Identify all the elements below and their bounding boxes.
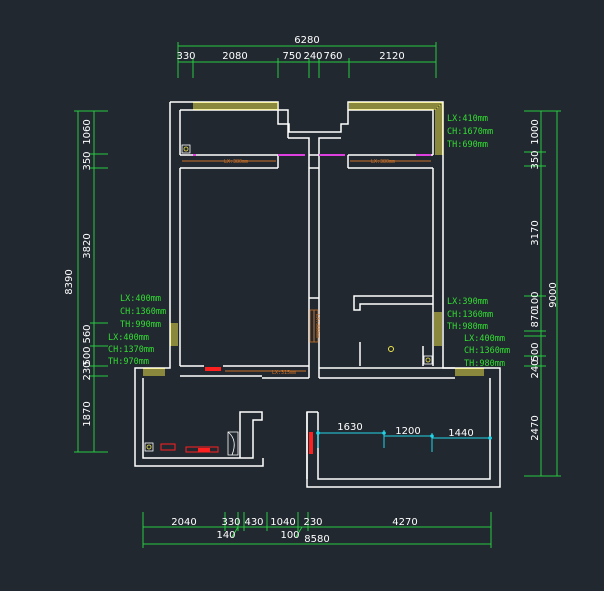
electrical-box-icon	[309, 432, 313, 454]
right-dimension-segment: 1000	[530, 119, 541, 144]
left-dimension-segment: 230	[82, 361, 93, 380]
floor-drain-icon	[388, 346, 394, 352]
window-lower-right	[455, 368, 484, 376]
window-note-right-lower: LX:400mm CH:1360mm TH:980mm	[464, 334, 510, 369]
right-dimension-segment: 240	[530, 359, 541, 378]
top-dimension-chain: 6280 330 2080 750 240 760 2120	[176, 35, 437, 78]
window-note-line: LX:410mm	[447, 114, 488, 124]
window-note-line: CH:1360mm	[447, 310, 493, 320]
left-dimension-segment: 350	[82, 151, 93, 170]
window-note-top-right: LX:410mm CH:1670mm TH:690mm	[447, 114, 493, 150]
window-note-right-upper: LX:390mm CH:1360mm TH:980mm	[447, 297, 493, 332]
window-note-line: TH:990mm	[120, 320, 161, 330]
bottom-sub-dimension: 140	[216, 530, 235, 541]
window-note-line: LX:400mm	[120, 294, 161, 304]
pipe-dimension: 1630	[337, 422, 362, 433]
beam-label: LX:380mm	[224, 159, 248, 165]
bottom-dimension-segment: 430	[244, 517, 263, 528]
top-dimension-segment: 2120	[379, 51, 404, 62]
left-dimension-segment: 1060	[82, 119, 93, 144]
window-note-line: LX:390mm	[447, 297, 488, 307]
left-dimension-segment: 560	[82, 324, 93, 343]
top-dimension-segment: 760	[323, 51, 342, 62]
pipe-dimension: 1200	[395, 426, 420, 437]
top-dimension-segment: 240	[303, 51, 322, 62]
bottom-dimension-segment: 330	[221, 517, 240, 528]
windows	[143, 102, 484, 376]
window-note-left-lower: LX:400mm CH:1370mm TH:970mm	[108, 333, 154, 367]
electrical-box-icon	[205, 367, 221, 371]
window-note-line: TH:690mm	[447, 140, 488, 150]
window-note-line: LX:400mm	[464, 334, 505, 344]
window-lower-left	[143, 368, 165, 376]
beam-label: LX:380mm	[314, 314, 320, 338]
right-dimension-segment: 350	[530, 150, 541, 169]
window-note-line: CH:1360mm	[464, 346, 510, 356]
fixtures	[144, 144, 433, 456]
right-total-dimension: 9000	[548, 282, 559, 307]
window-note-line: TH:980mm	[464, 359, 505, 369]
electrical-box-icon	[160, 443, 176, 451]
window-top-left	[193, 102, 278, 110]
bottom-dimension-chain: 2040 330 430 1040 230 4270 140 100 8580	[142, 512, 492, 548]
top-dimension-segment: 2080	[222, 51, 247, 62]
right-dimension-segment: 3170	[530, 220, 541, 245]
right-dimension-segment: 2470	[530, 415, 541, 440]
bottom-dimension-segment: 4270	[392, 517, 417, 528]
window-top-right	[349, 102, 443, 155]
beam-label: LX:315mm	[272, 370, 296, 376]
beam-label: LX:380mm	[371, 159, 395, 165]
bottom-total-dimension: 8580	[304, 534, 329, 545]
window-note-line: CH:1670mm	[447, 127, 493, 137]
bottom-dimension-segment: 2040	[171, 517, 196, 528]
top-total-dimension: 6280	[294, 35, 319, 46]
window-note-line: LX:400mm	[108, 333, 149, 343]
right-dimension-segment: 500	[530, 342, 541, 361]
walls	[134, 101, 501, 488]
window-note-line: TH:970mm	[108, 357, 149, 367]
top-dimension-segment: 330	[176, 51, 195, 62]
drain-marker	[423, 355, 433, 365]
left-dimension-segment: 500	[82, 346, 93, 365]
top-dimension-segment: 750	[282, 51, 301, 62]
window-right-side	[434, 312, 442, 346]
right-dimension-segment: 870	[530, 308, 541, 327]
bottom-dimension-segment: 1040	[270, 517, 295, 528]
right-dimension-chain: 9000 1000 350 3170 870 100 500 240 2470	[524, 110, 561, 477]
left-dimension-chain: 8390 1060 350 3820 560 500 230 1870	[64, 110, 108, 453]
window-left-side	[170, 323, 178, 346]
right-dimension-segment: 100	[530, 291, 541, 310]
drain-marker	[181, 144, 191, 154]
window-note-left-upper: LX:400mm CH:1360mm TH:990mm	[120, 294, 166, 330]
window-note-line: TH:980mm	[447, 322, 488, 332]
bottom-sub-dimension: 100	[280, 530, 299, 541]
drain-marker	[144, 442, 154, 452]
beams: LX:380mm LX:380mm LX:315mm LX:380mm	[182, 159, 431, 376]
left-total-dimension: 8390	[64, 269, 75, 294]
window-note-line: CH:1370mm	[108, 345, 154, 355]
electrical-markers	[160, 367, 313, 454]
pipe-dimension: 1440	[448, 428, 473, 439]
bottom-dimension-segment: 230	[303, 517, 322, 528]
pipe-run: 1630 1200 1440	[316, 422, 492, 452]
left-dimension-segment: 1870	[82, 401, 93, 426]
window-note-line: CH:1360mm	[120, 307, 166, 317]
left-dimension-segment: 3820	[82, 233, 93, 258]
